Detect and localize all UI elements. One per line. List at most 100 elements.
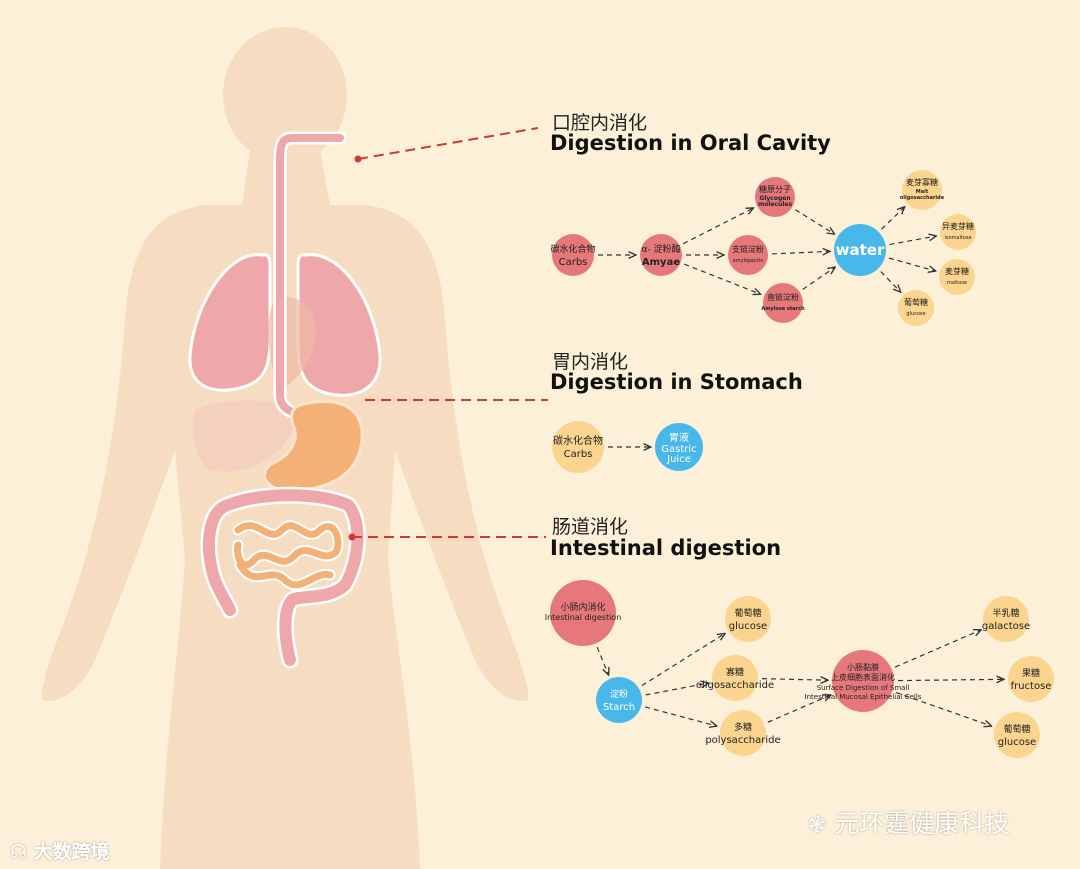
intestine-arrow-small-to-starch: [596, 646, 609, 675]
oral-node-glycogen-circle: [755, 177, 795, 217]
flow-nodes: 碳水化合物 Carbs α- 淀粉酶 Amyae 糖原分子Glycogenmolecul…: [545, 170, 1054, 758]
oral-arrow-water-to-glucose: [880, 271, 901, 293]
intestine-node-surface-en-1: Surface Digestion of Small: [817, 684, 910, 692]
intestine-node-poly-circle: [720, 710, 766, 756]
oral-node-amyae: α- 淀粉酶 Amyae: [640, 234, 682, 276]
intestine-node-glucose2-en: glucose: [998, 737, 1036, 748]
oral-node-glycogen-en-1: Glycogen: [759, 195, 790, 202]
oral-arrow-amyae-to-amylose: [684, 263, 760, 294]
oral-node-carbs-circle: [552, 234, 594, 276]
intestine-node-small-en: Intestinal digestion: [545, 613, 622, 622]
oral-node-water-circle: [834, 224, 886, 276]
oral-node-isomaltose-en: isomaltose: [944, 235, 971, 241]
intestine-node-fructose-cn: 果糖: [1022, 667, 1040, 679]
stomach-title-en: Digestion in Stomach: [550, 370, 803, 394]
oral-node-glucose-circle: [898, 290, 934, 326]
intestine-title-en: Intestinal digestion: [550, 536, 782, 560]
oral-node-amylose-en: Amylose starch: [761, 306, 805, 312]
oral-node-maltose-cn: 麦芽糖: [945, 266, 969, 276]
intestine-node-starch-circle: [596, 677, 642, 723]
oral-node-carbs: 碳水化合物 Carbs: [550, 234, 596, 276]
intestine-node-surface-circle: [832, 650, 894, 712]
oral-node-water-en: water: [836, 241, 885, 259]
intestine-arrow-poly-to-surface: [767, 695, 831, 723]
intestine-arrow-surface-to-fructose: [897, 679, 1004, 680]
oral-node-isomaltose-circle: [940, 214, 976, 250]
intestine-node-oligo-circle: [712, 655, 758, 701]
intestine-node-galactose-cn: 半乳糖: [992, 607, 1019, 619]
watermark-right-text: 元环霆健康科技: [834, 809, 1010, 838]
left-lung: [188, 253, 272, 392]
oral-title-cn: 口腔内消化: [552, 112, 648, 134]
oral-node-amylopectin-circle: [728, 235, 768, 275]
intestine-arrow-oligo-to-surface: [761, 679, 828, 681]
oral-node-maltose-circle: [939, 259, 975, 295]
intestine-node-galactose: 半乳糖 galactose: [982, 596, 1030, 642]
intestine-node-glucose1-circle: [725, 596, 771, 642]
stomach-node-gastric-en-2: Juice: [666, 454, 691, 465]
body-silhouette: [41, 27, 529, 869]
oral-arrow-amylose-to-water: [802, 267, 836, 290]
intestine-node-glucose2-cn: 葡萄糖: [1003, 723, 1030, 735]
intestine-node-poly-cn: 多糖: [734, 721, 752, 733]
stomach-node-gastric-en-1: Gastric: [661, 444, 696, 455]
oral-node-amylopectin-en: amylopectin: [733, 258, 764, 264]
oral-node-carbs-en: Carbs: [559, 257, 588, 268]
oral-arrow-water-to-isomaltose: [889, 236, 937, 246]
intestine-arrow-surface-to-glucose2: [895, 692, 991, 726]
oral-node-malt-cn: 麦芽寡糖: [906, 177, 938, 187]
oral-node-amylose-cn: 直链淀粉: [767, 292, 799, 302]
intestine-node-fructose-circle: [1008, 656, 1054, 702]
brand-logo-icon: ☊: [10, 841, 27, 863]
watermark-left-text: 大数跨境: [33, 841, 110, 863]
oral-arrow-glycogen-to-water: [795, 209, 834, 234]
stomach-node-gastric-cn: 胃液: [669, 431, 689, 444]
right-lung: [296, 253, 382, 397]
intestine-node-glucose2: 葡萄糖 glucose: [994, 712, 1040, 758]
oral-node-malt-circle: [902, 170, 942, 210]
oral-arrow-water-to-maltose: [888, 257, 936, 271]
liver: [193, 400, 296, 472]
oral-arrow-water-to-malt: [881, 207, 905, 230]
oral-node-amylose-circle: [763, 283, 803, 323]
intestine-node-starch-cn: 淀粉: [610, 688, 628, 700]
oral-node-amyae-en: Amyae: [642, 257, 680, 268]
intestine-arrow-starch-to-glucose1: [641, 633, 725, 687]
oral-node-amyae-cn: α- 淀粉酶: [641, 243, 680, 255]
oral-node-glycogen-cn: 糖原分子: [759, 184, 791, 194]
leader-oral: [357, 127, 539, 160]
oral-arrow-amyae-to-glycogen: [683, 208, 753, 245]
leader-lines: [352, 127, 548, 538]
watermark-left: ☊ 大数跨境: [10, 837, 110, 864]
intestine-node-surface-cn-2: 上皮细胞表面消化: [831, 672, 895, 682]
intestine-node-glucose1-en: glucose: [729, 621, 767, 632]
oral-arrow-amylopectin-to-water: [771, 251, 830, 254]
organs: [188, 131, 382, 669]
intestine-arrow-starch-to-oligo: [645, 683, 709, 696]
intestine-node-galactose-en: galactose: [982, 621, 1030, 632]
intestine-node-glucose2-circle: [994, 712, 1040, 758]
leader-dots: [348, 155, 362, 541]
watermark-right: ❃ 元环霆健康科技: [808, 804, 1009, 840]
oral-node-carbs-cn: 碳水化合物: [550, 243, 595, 255]
intestine-node-oligo-en: oligosaccharide: [696, 680, 774, 691]
flow-arrows: [596, 207, 1004, 726]
intestine-node-fructose-en: fructose: [1011, 681, 1052, 692]
oral-node-amylose: 直链淀粉 Amylose starch: [761, 283, 805, 323]
oral-node-malt-en-1: Malt: [916, 189, 929, 195]
intestine-arrow-surface-to-galactose: [894, 630, 981, 668]
intestine-node-small-circle: [550, 580, 616, 646]
intestine-node-surface-en-2: Intestinal Mucosal Epithelial Cells: [805, 693, 922, 701]
intestine-arrow-starch-to-poly: [644, 706, 717, 726]
oral-node-water: water: [834, 224, 886, 276]
oral-node-glycogen-en-2: molecules: [758, 201, 792, 208]
